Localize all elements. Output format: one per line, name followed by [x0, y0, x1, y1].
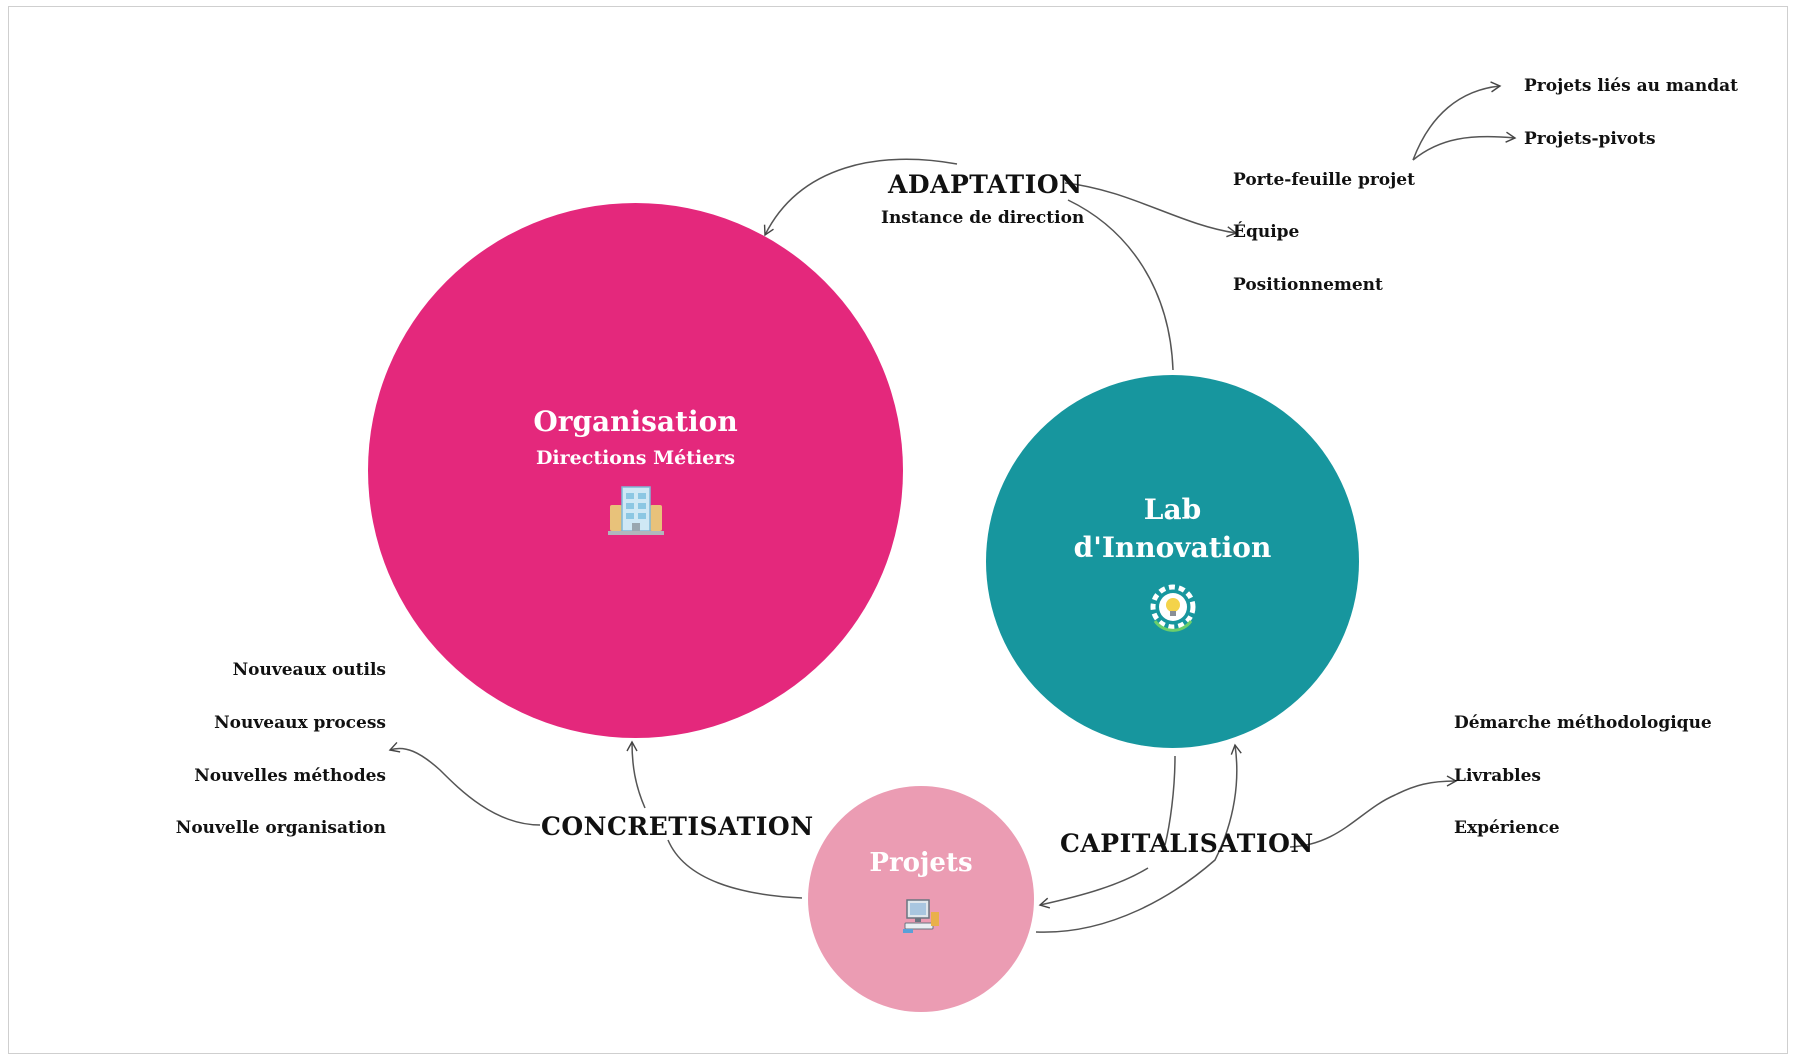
gear-lightbulb-icon: [1150, 584, 1195, 632]
building-icon: [607, 485, 664, 535]
node-organisation: Organisation Directions Métiers: [368, 203, 903, 738]
portfolio-item-pivots: Projets-pivots: [1524, 129, 1656, 149]
arrow-adaptation-to-organisation: [763, 158, 958, 237]
computer-icon: [903, 899, 939, 933]
capitalisation-item-livrables: Livrables: [1454, 766, 1541, 786]
capitalisation-item-demarche: Démarche méthodologique: [1454, 713, 1712, 733]
arrow-lab-to-capitalisation: [1164, 755, 1176, 846]
phase-adaptation-subtitle: Instance de direction: [881, 208, 1085, 228]
arrow-portfolio-to-pivots: [1412, 131, 1517, 161]
phase-adaptation-title: ADAPTATION: [888, 170, 1083, 199]
concretisation-item-process: Nouveaux process: [214, 713, 386, 733]
adaptation-item-equipe: Équipe: [1233, 222, 1300, 242]
phase-capitalisation-title: CAPITALISATION: [1060, 829, 1314, 858]
portfolio-item-mandat: Projets liés au mandat: [1524, 76, 1739, 96]
arrow-concretisation-to-organisation: [626, 740, 646, 809]
projets-title: Projets: [869, 848, 973, 878]
lab-title: Lab d'Innovation: [1073, 492, 1272, 564]
arrow-capitalisation-to-livrables: [1289, 775, 1458, 848]
arrow-adaptation-to-equipe: [1064, 182, 1238, 238]
adaptation-item-portfolio: Porte-feuille projet: [1233, 170, 1415, 190]
arrow-concretisation-to-methodes: [388, 741, 541, 826]
arrow-capitalisation-to-projets: [1038, 867, 1149, 909]
arrow-portfolio-to-mandat: [1412, 81, 1502, 161]
arrow-projets-to-concretisation: [667, 839, 803, 899]
concretisation-item-methodes: Nouvelles méthodes: [194, 766, 386, 786]
organisation-title: Organisation: [533, 404, 738, 438]
node-lab-innovation: Lab d'Innovation: [986, 375, 1359, 748]
concretisation-item-organisation: Nouvelle organisation: [175, 818, 386, 838]
adaptation-item-positionnement: Positionnement: [1233, 275, 1383, 295]
concretisation-item-outils: Nouveaux outils: [232, 660, 386, 680]
capitalisation-item-experience: Expérience: [1454, 818, 1560, 838]
arrow-lab-to-adaptation: [1067, 199, 1174, 371]
phase-concretisation-title: CONCRETISATION: [541, 812, 814, 841]
arrow-projets-to-lab: [1035, 743, 1242, 933]
node-projets: Projets: [808, 786, 1034, 1012]
organisation-subtitle: Directions Métiers: [535, 446, 736, 469]
